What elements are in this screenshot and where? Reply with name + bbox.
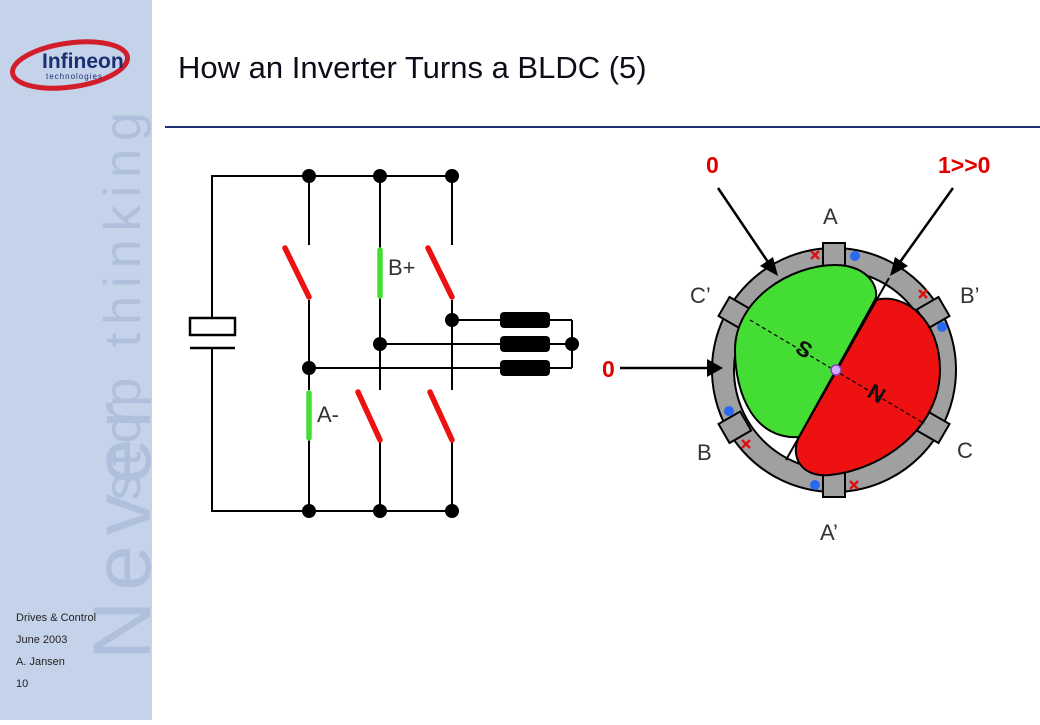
footer: Drives & Control June 2003 A. Jansen 10 — [16, 607, 96, 695]
winding-a — [500, 312, 550, 328]
sidebar: Infineon technologies Never stop thinkin… — [0, 0, 168, 720]
inverter-switches — [282, 245, 455, 443]
logo-sub: technologies — [46, 72, 103, 81]
winding-b — [500, 336, 550, 352]
winding-c — [500, 360, 550, 376]
infineon-logo: Infineon technologies — [9, 39, 131, 91]
switch-a-plus — [282, 245, 312, 300]
label-b-plus: B+ — [388, 255, 416, 280]
hall-sensors: 0 1>>0 0 — [602, 152, 990, 382]
footer-dept: Drives & Control — [16, 612, 97, 624]
rotor-north-pole — [794, 297, 942, 477]
rotor-shaft — [830, 364, 842, 376]
phase-b-prime-label: B’ — [960, 283, 980, 308]
current-dots — [724, 251, 947, 490]
phase-c-label: C — [957, 438, 973, 463]
bldc-motor: S N A A’ B B’ C C’ — [690, 204, 980, 545]
phase-a-prime-label: A’ — [820, 520, 838, 545]
label-a-minus: A- — [317, 402, 339, 427]
phase-c-prime-label: C’ — [690, 283, 711, 308]
title-rule — [165, 126, 1040, 128]
current-crosses — [741, 250, 928, 490]
dc-link-capacitor — [188, 316, 237, 337]
footer-date: June 2003 — [16, 634, 68, 646]
footer-author: A. Jansen — [16, 656, 65, 668]
slide-title: How an Inverter Turns a BLDC (5) — [178, 50, 647, 85]
hall-sensor-top-right: 1>>0 — [938, 152, 990, 178]
slogan-line2: stop thinking — [94, 104, 152, 500]
phase-a-label: A — [823, 204, 838, 229]
rotor-south-pole — [733, 263, 878, 439]
hall-sensor-left: 0 — [602, 356, 615, 382]
phase-b-label: B — [697, 440, 712, 465]
hall-sensor-top-left: 0 — [706, 152, 719, 178]
switch-c-plus — [425, 245, 455, 300]
switch-b-minus — [355, 389, 383, 443]
logo-brand: Infineon — [42, 50, 124, 73]
stator-windings — [500, 312, 550, 376]
switch-c-minus — [427, 389, 455, 443]
footer-page: 10 — [16, 678, 29, 690]
inverter-circuit — [188, 175, 573, 512]
circuit-nodes — [302, 169, 579, 518]
